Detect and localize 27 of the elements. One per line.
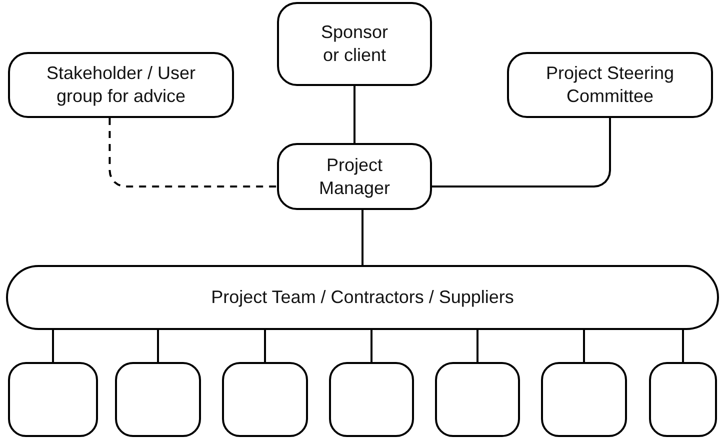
connector xyxy=(157,330,159,362)
role-box xyxy=(8,52,234,118)
connector xyxy=(682,330,684,362)
connector xyxy=(370,330,372,362)
role-box xyxy=(277,143,432,210)
connector xyxy=(354,86,356,143)
connector xyxy=(476,330,478,362)
connector xyxy=(362,210,364,265)
connector xyxy=(264,330,266,362)
connector xyxy=(432,118,611,188)
connector xyxy=(583,330,585,362)
empty-rounded-box xyxy=(222,362,308,437)
empty-rounded-box xyxy=(541,362,627,437)
empty-rounded-box xyxy=(649,362,717,437)
empty-rounded-box xyxy=(435,362,520,437)
role-box xyxy=(507,52,713,118)
dashed-connector xyxy=(108,118,277,188)
node-label: Sponsor or client xyxy=(320,21,390,67)
empty-rounded-box xyxy=(115,362,201,437)
node-label: Project Manager xyxy=(318,154,392,200)
node-label: Stakeholder / User group for advice xyxy=(45,62,197,108)
node-label: Project Steering Committee xyxy=(544,62,676,108)
connector xyxy=(52,330,54,362)
empty-rounded-box xyxy=(329,362,414,437)
node-label: Project Team / Contractors / Suppliers xyxy=(210,286,515,309)
empty-rounded-box xyxy=(8,362,98,437)
role-box xyxy=(277,2,432,86)
